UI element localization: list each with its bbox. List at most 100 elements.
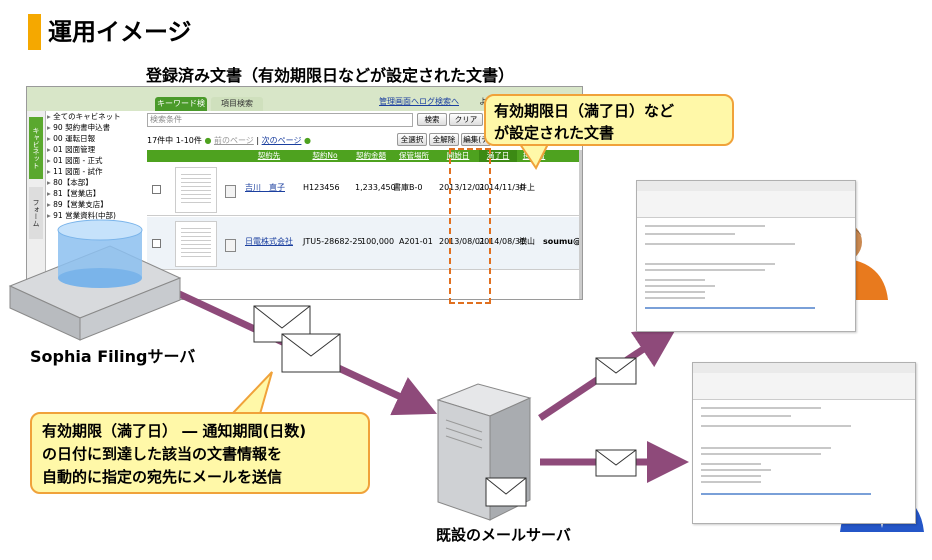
tree-item[interactable]: 89【営業支店】 [47,199,145,210]
cell-contract-no: JTU5-28682-25 [303,237,363,246]
tree-item[interactable]: 90 契約書申込書 [47,122,145,133]
column-header-amount[interactable]: 契約金額 [356,151,386,160]
cell-party[interactable]: 日電株式会社 [245,237,293,246]
side-tab-form[interactable]: フォーム [29,187,43,239]
side-tab-cabinet[interactable]: キャビネット [29,117,43,179]
email-body-line [701,453,821,455]
cell-location: 書庫B-0 [393,183,423,192]
cell-end-date: 2014/11/30 [479,183,526,192]
cell-amount: 100,000 [361,237,395,246]
email-body-link[interactable] [701,493,871,495]
cell-amount: 1,233,450 [355,183,396,192]
row-checkbox[interactable] [152,185,161,194]
column-header-location[interactable]: 保管場所 [399,151,429,160]
email-body-line [701,475,761,477]
mail-server-label: 既設のメールサーバ [436,526,571,544]
cell-owner: 横山 [519,237,535,246]
tree-item[interactable]: 80【本部】 [47,177,145,188]
tab-item-search[interactable]: 項目検索 [211,97,263,111]
email-body-link[interactable] [645,307,815,309]
tree-item[interactable]: 91 営業資料(中部) [47,210,145,221]
email-window-ribbon [693,373,915,400]
deselect-all-button[interactable]: 全解除 [429,133,459,146]
result-count: 17件中 1-10件 [147,136,202,145]
email-window [692,362,916,524]
email-window-titlebar [693,363,915,373]
callout-line: の日付に到達した該当の文書情報を [42,445,283,463]
callout-auto-notification: 有効期限（満了日） ― 通知期間(日数) の日付に到達した該当の文書情報を 自動… [30,412,370,494]
title-accent-bar [28,14,41,50]
email-header-line [701,407,821,409]
column-header-end[interactable]: 満了日 [479,150,517,162]
cell-location: A201-01 [399,237,433,246]
table-row[interactable]: 吉川 直子 H123456 1,233,450 書庫B-0 2013/12/01… [147,163,579,216]
email-body-line [645,279,705,281]
cell-owner: 井上 [519,183,535,192]
callout-expiry-documents: 有効期限日（満了日）など が設定された文書 [484,94,734,146]
envelope-icon [595,449,637,477]
tree-item[interactable]: 00 運転日報 [47,133,145,144]
admin-link[interactable]: 管理画面へ [379,97,419,106]
callout-line: 自動的に指定の宛先にメールを送信 [42,468,283,486]
email-body-line [645,263,775,265]
search-button[interactable]: 検索 [417,113,447,126]
email-body-line [645,297,705,299]
tree-item[interactable]: 01 図面管理 [47,144,145,155]
cell-end-date: 2014/08/31 [479,237,526,246]
database-icon [57,219,143,288]
email-body-line [701,469,771,471]
search-input[interactable]: 検索条件 [147,113,413,127]
column-header-contract-no[interactable]: 契約No [312,151,338,160]
email-header-line [645,225,765,227]
callout-line: 有効期限（満了日） ― 通知期間(日数) [42,422,307,440]
tree-item[interactable]: 11 図面 - 試作 [47,166,145,177]
email-header-line [645,243,795,245]
email-body-line [701,463,761,465]
end-date-highlight [449,148,491,304]
table-header: 契約先 契約No 契約金額 保管場所 開始日 満了日 担当者 [147,150,579,162]
cell-party[interactable]: 吉川 直子 [245,183,285,192]
email-window-titlebar [637,181,855,191]
email-header-line [701,425,851,427]
email-window-ribbon [637,191,855,218]
tree-item[interactable]: 01 図面 - 正式 [47,155,145,166]
callout-line: が設定された文書 [494,124,615,142]
document-icon [225,239,236,252]
email-body-line [645,285,715,287]
tree-item[interactable]: 全てのキャビネット [47,111,145,122]
email-header-line [645,233,735,235]
email-body-line [645,291,705,293]
callout-line: 有効期限日（満了日）など [494,102,675,120]
envelope-icon [595,357,637,385]
pager-separator: | [256,136,260,145]
email-body-line [701,447,831,449]
next-page-link[interactable]: 次のページ [261,136,302,145]
table-row[interactable]: 日電株式会社 JTU5-28682-25 100,000 A201-01 201… [147,217,582,270]
document-thumbnail[interactable] [175,221,217,267]
clear-button[interactable]: クリア [449,113,483,126]
page-title: 運用イメージ [48,18,192,46]
tab-keyword-search[interactable]: キーワード検索 [155,97,207,122]
cabinet-tree: 全てのキャビネット 90 契約書申込書 00 運転日報 01 図面管理 01 図… [47,111,145,299]
scrollbar[interactable] [579,150,582,299]
log-search-link[interactable]: ログ検索へ [419,97,459,106]
column-header-party[interactable]: 契約先 [257,151,281,160]
callout-tail-top [518,143,550,170]
select-all-button[interactable]: 全選択 [397,133,427,146]
prev-arrow-icon: ● [204,136,212,145]
cell-email: soumu@nec.com [543,237,582,246]
callout-tail-bottom [229,371,273,415]
next-arrow-icon: ● [304,136,311,145]
row-checkbox[interactable] [152,239,161,248]
document-icon [225,185,236,198]
document-thumbnail[interactable] [175,167,217,213]
pager: 17件中 1-10件 ● 前のページ | 次のページ ● [147,135,311,146]
tree-item[interactable]: 81【営業店】 [47,188,145,199]
side-tabs: キャビネット フォーム [27,111,46,299]
column-header-start[interactable]: 開始日 [446,151,470,160]
email-window [636,180,856,332]
cell-start-date: 2013/12/01 [439,183,486,192]
email-body-line [701,481,761,483]
prev-page-link[interactable]: 前のページ [213,136,254,145]
